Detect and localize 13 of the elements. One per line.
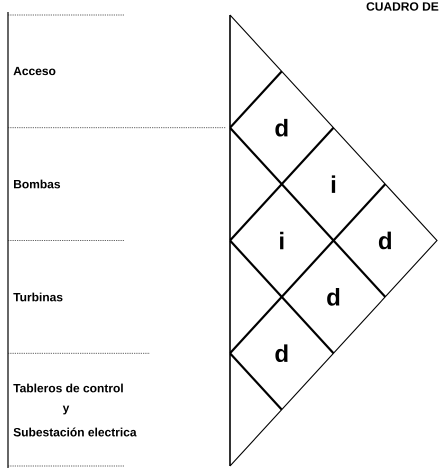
row-label: y [62,406,70,414]
cell-letter: d [275,118,288,137]
cell-letter: d [378,232,391,250]
row-label: Subestación electrica [14,428,137,436]
row-label: Acceso [14,66,56,76]
row-label: Turbinas [13,292,62,302]
title: CUADRO DE [366,2,438,11]
cell-letter: d [327,288,340,306]
row-label: Tableros de control [13,384,123,392]
cell-letter: i [280,232,284,250]
cell-letter: d [275,344,288,362]
cell-letter: i [332,175,336,193]
row-label: Bombas [14,180,60,188]
